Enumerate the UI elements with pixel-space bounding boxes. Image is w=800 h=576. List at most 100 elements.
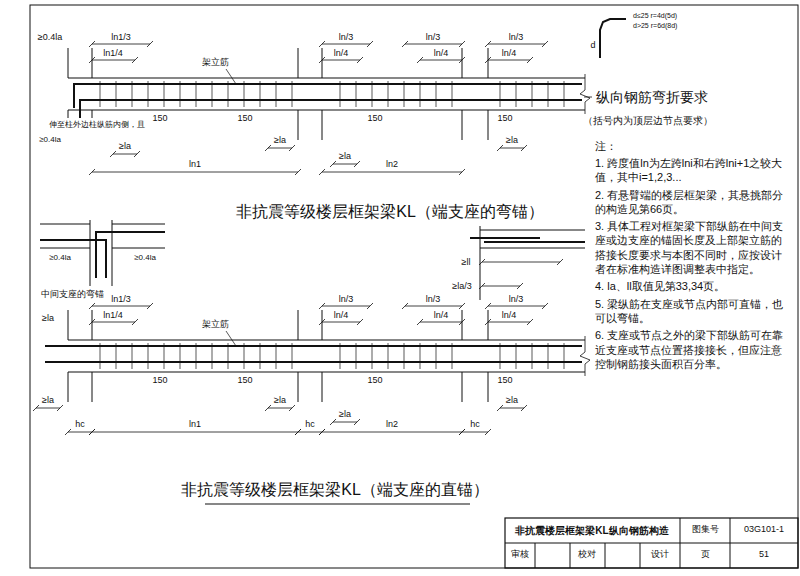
dimension-line: [420, 322, 462, 323]
table-line: [505, 543, 798, 544]
column-width-label: hc: [469, 419, 481, 429]
dimension-line: [322, 322, 360, 323]
stirrup: [100, 343, 101, 369]
dimension-label: ≥0.4la: [133, 253, 157, 262]
dimension-tick: [319, 57, 325, 63]
stirrup: [260, 81, 261, 107]
beam-edge: [68, 371, 585, 372]
stirrup: [420, 343, 421, 369]
dimension-tick: [330, 161, 336, 167]
dimension-line: [36, 408, 60, 409]
column-line: [322, 110, 323, 140]
stirrup: [372, 343, 373, 369]
column-line: [488, 372, 489, 402]
dimension-tick: [147, 303, 153, 309]
dimension-tick: [330, 419, 336, 425]
dimension-line: [333, 164, 357, 165]
dimension-label: ln1/4: [102, 48, 124, 58]
beam-edge: [40, 224, 90, 225]
dimension-tick: [89, 169, 95, 175]
dimension-tick: [354, 419, 360, 425]
break-line: [580, 74, 590, 114]
stirrup: [228, 81, 229, 107]
column-line: [68, 48, 69, 78]
column-line: [90, 220, 91, 286]
stirrup: [116, 343, 117, 369]
table-cell: 51: [758, 550, 770, 560]
stirrup: [532, 81, 533, 107]
table-cell: 图集号: [691, 525, 720, 535]
stirrup: [436, 343, 437, 369]
dimension-line: [322, 172, 462, 173]
dimension-line: [488, 306, 545, 307]
leader-line: [226, 69, 236, 84]
stirrup: [564, 81, 565, 107]
beam-edge: [480, 248, 585, 249]
dimension-tick: [521, 405, 527, 411]
stirrup: [388, 343, 389, 369]
top-rebar: [45, 345, 582, 347]
beam-edge: [68, 109, 585, 110]
dimension-tick: [485, 303, 491, 309]
dimension-line: [405, 306, 462, 307]
table-line: [570, 543, 571, 568]
stirrup: [452, 343, 453, 369]
stirrup: [196, 343, 197, 369]
stirrup: [260, 343, 261, 369]
stirrup: [516, 81, 517, 107]
dimension-line: [488, 60, 530, 61]
stirrup: [100, 81, 101, 107]
dimension-tick: [497, 145, 503, 151]
stirrup: [212, 343, 213, 369]
top-rebar: [74, 84, 582, 108]
column-line: [92, 372, 93, 402]
note-text: 5. 梁纵筋在支座或节点内部可直锚，也可以弯锚。: [594, 297, 791, 326]
bend-rule: d≤25 r=4d(5d): [632, 12, 678, 20]
table-cell: 审核: [510, 550, 530, 560]
leader-line: [584, 97, 592, 98]
table-cell: 设计: [650, 550, 670, 560]
column-line: [488, 110, 489, 140]
dimension-label: ≥la: [41, 395, 55, 405]
stirrup: [356, 81, 357, 107]
beam-edge: [112, 224, 165, 225]
table-cell: 校对: [577, 550, 597, 560]
stirrup: [548, 343, 549, 369]
dimension-tick: [319, 169, 325, 175]
break-line: [580, 336, 590, 376]
dimension-label: ≥0.4la: [48, 253, 72, 262]
dimension-label: ≥la: [273, 395, 287, 405]
dimension-tick: [527, 319, 533, 325]
stirrup: [500, 343, 501, 369]
stirrup: [356, 343, 357, 369]
table-cell: 页: [700, 550, 711, 560]
dimension-tick: [479, 283, 485, 289]
column-line: [298, 310, 299, 340]
rebar-label: 架立筋: [201, 319, 230, 329]
dimension-line: [92, 306, 150, 307]
column-line: [298, 110, 299, 140]
dimension-label: ln/3: [508, 294, 525, 304]
dimension-label: ln/4: [333, 310, 350, 320]
dimension-line: [92, 432, 298, 433]
beam-edge: [480, 230, 585, 231]
table-line: [730, 518, 731, 568]
beam-edge: [40, 248, 90, 249]
dimension-tick: [319, 41, 325, 47]
column-line: [68, 372, 69, 402]
dimension-line: [92, 60, 135, 61]
stirrup: [404, 81, 405, 107]
detail-title: 纵向钢筋弯折要求: [595, 89, 709, 105]
dimension-tick: [132, 319, 138, 325]
stirrup: [292, 343, 293, 369]
stirrup: [500, 81, 501, 107]
dimension-tick: [357, 57, 363, 63]
column-line: [462, 110, 463, 140]
dimension-line: [322, 432, 462, 433]
dimension-label: ln/4: [501, 310, 518, 320]
dimension-tick: [89, 41, 95, 47]
dimension-line: [405, 44, 462, 45]
title-underline: [205, 503, 470, 504]
stirrup: [132, 343, 133, 369]
